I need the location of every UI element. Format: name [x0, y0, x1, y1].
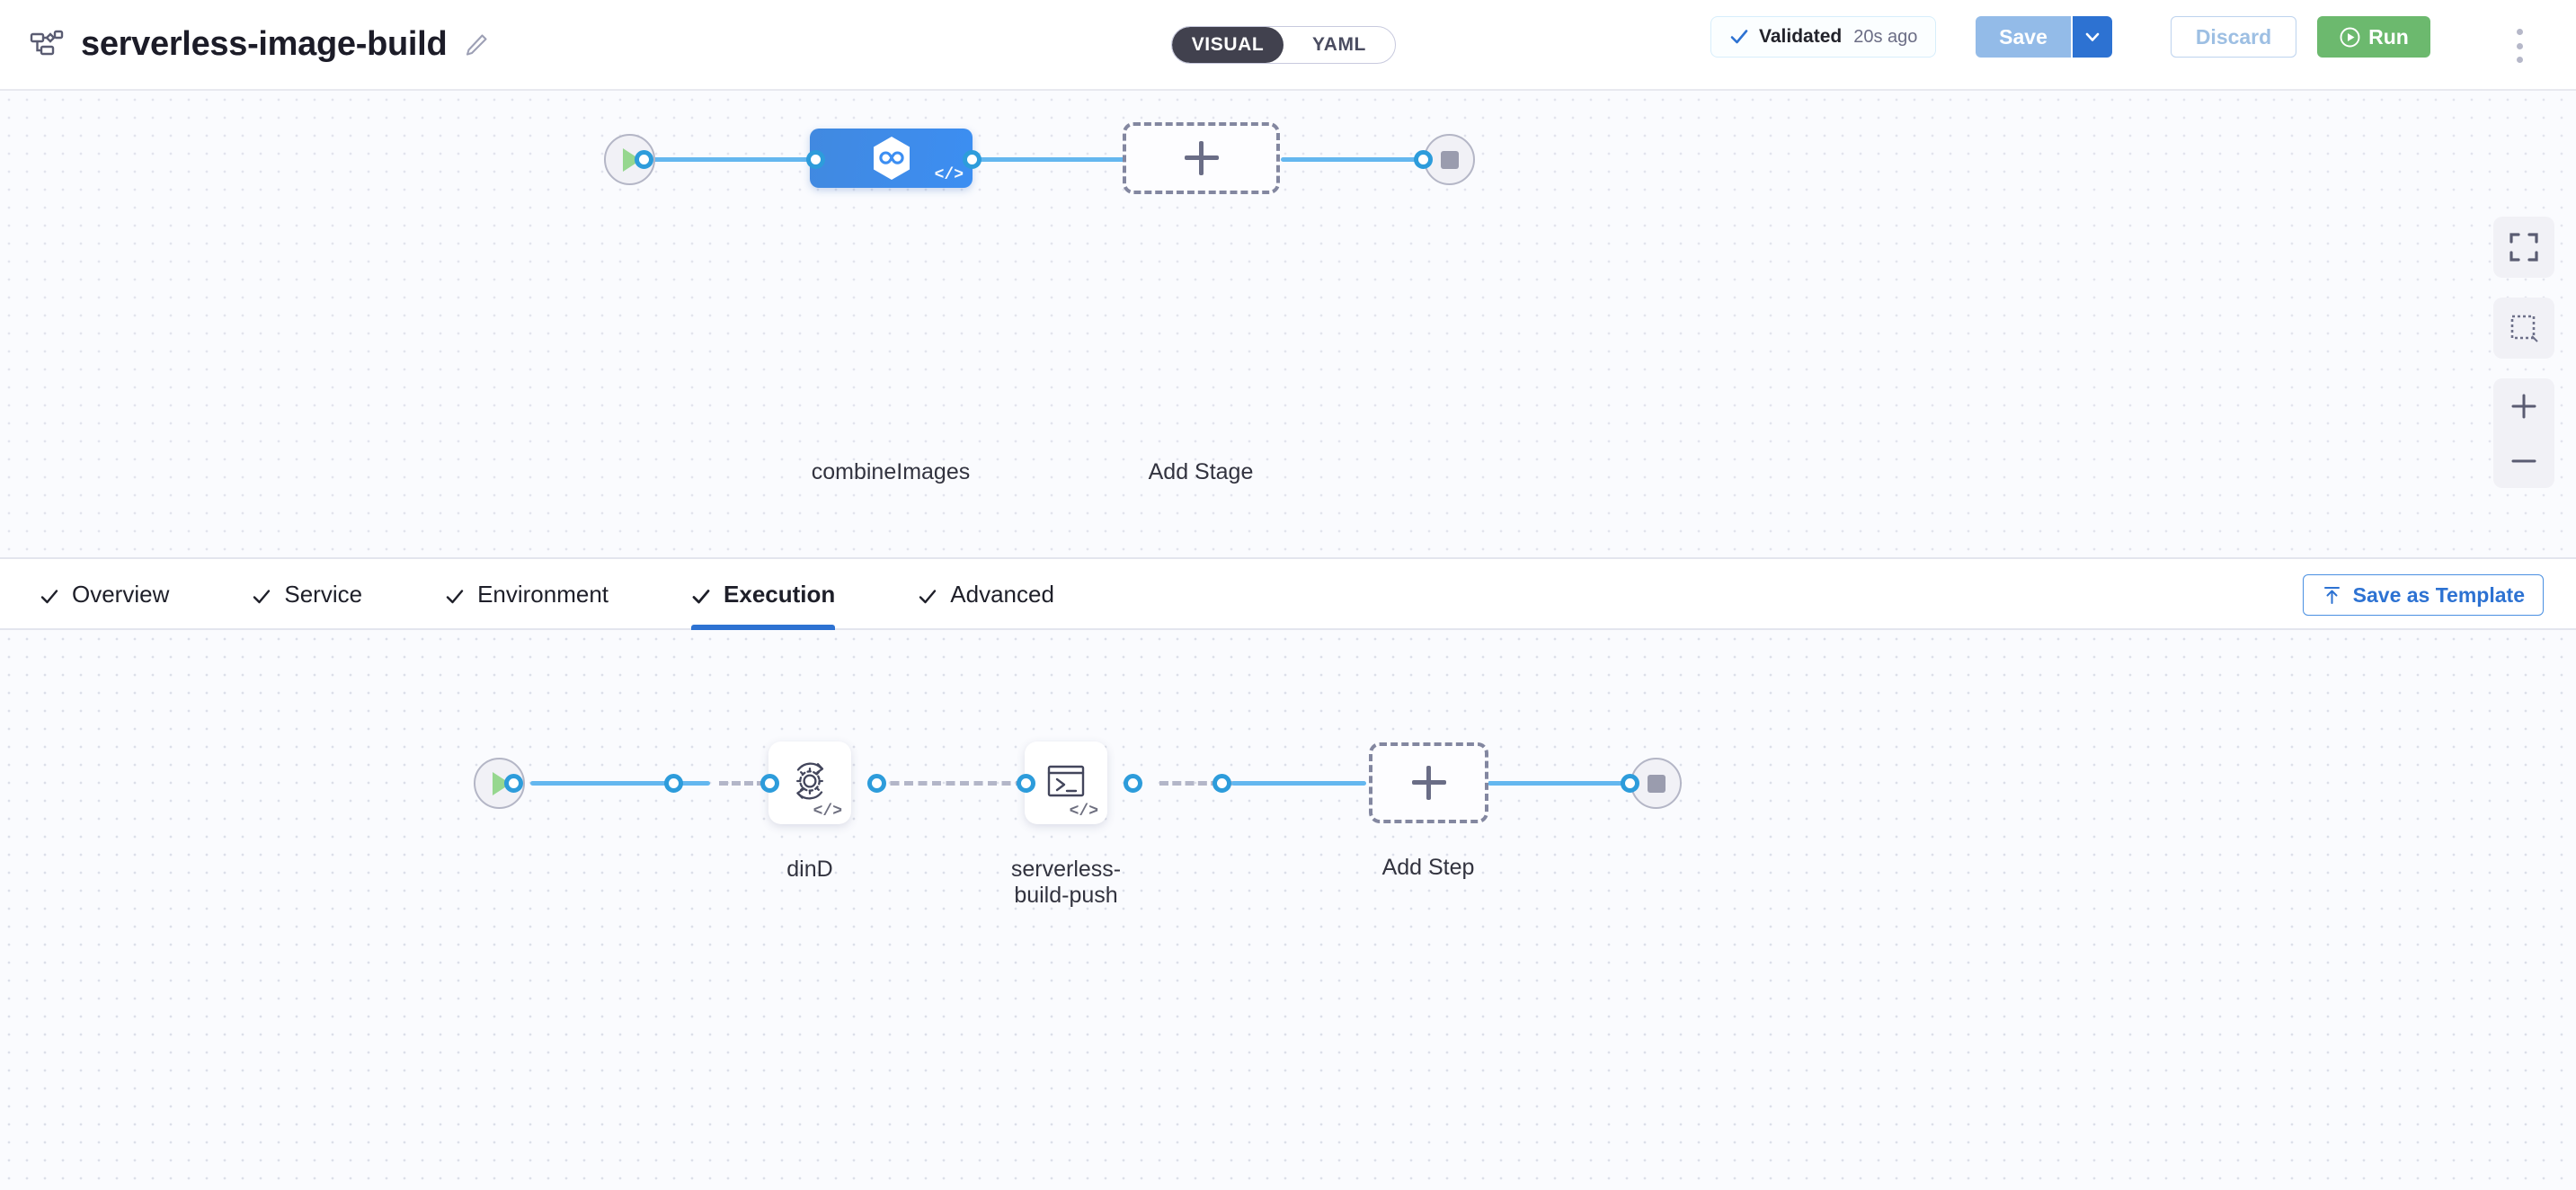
app-header: serverless-image-build VISUAL YAML Valid… [0, 0, 2576, 91]
port-exec-start-out[interactable] [504, 774, 523, 793]
status-badge: Validated 20s ago [1710, 16, 1937, 58]
tab-label: Overview [72, 581, 170, 608]
discard-button[interactable]: Discard [2171, 16, 2296, 58]
tab-label: Service [284, 581, 363, 608]
stage-node-label: combineImages [811, 459, 971, 484]
check-icon [918, 585, 937, 605]
fit-to-screen-button[interactable] [2493, 217, 2554, 278]
harness-hexagon-infinity-icon [867, 134, 916, 182]
pencil-edit-icon[interactable] [463, 31, 490, 58]
zoom-in-button[interactable] [2493, 378, 2554, 433]
plus-icon [1184, 141, 1219, 175]
tab-list: Overview Service Environment Execution [40, 559, 1137, 630]
save-split-button[interactable]: Save [1976, 16, 2112, 58]
kebab-menu-icon[interactable] [2508, 27, 2531, 65]
step-node-label-serverless: serverless- build-push [958, 857, 1174, 909]
save-as-template-button[interactable]: Save as Template [2302, 574, 2544, 616]
yaml-code-badge: </> [813, 803, 842, 821]
check-icon [445, 585, 465, 605]
validated-label: Validated [1759, 26, 1843, 47]
play-circle-icon [2339, 26, 2361, 49]
active-tab-indicator [691, 625, 836, 630]
step-node-label-dind: dinD [786, 857, 833, 882]
plus-icon [2509, 391, 2539, 422]
tab-label: Execution [724, 581, 836, 608]
port-serverless-out[interactable] [1124, 774, 1142, 793]
edge-dind-to-serverless [876, 781, 1025, 786]
add-stage-button[interactable] [1123, 122, 1280, 194]
save-as-template-label: Save as Template [2352, 582, 2525, 607]
port-start-out[interactable] [635, 150, 653, 169]
step-label-line-2: build-push [1014, 882, 1118, 908]
marquee-select-icon [2507, 311, 2541, 345]
template-upload-icon [2322, 585, 2342, 606]
port-dind-out[interactable] [867, 774, 886, 793]
canvas-controls[interactable] [2493, 217, 2554, 488]
execution-steps-canvas[interactable]: Execution [0, 630, 2576, 1190]
port-stage-in[interactable] [806, 150, 825, 169]
edge-group-to-addstep [1231, 781, 1366, 786]
port-group-in[interactable] [664, 774, 683, 793]
port-group-out[interactable] [1212, 774, 1231, 793]
step-label-line-1: serverless- [1010, 857, 1122, 882]
check-icon [40, 585, 59, 605]
edge-addstage-to-end [1281, 157, 1438, 162]
zoom-controls[interactable] [2493, 378, 2554, 488]
stage-config-tabs[interactable]: Overview Service Environment Execution [0, 557, 2576, 630]
port-end-in[interactable] [1414, 150, 1433, 169]
tab-service[interactable]: Service [252, 559, 400, 630]
tab-label: Environment [477, 581, 609, 608]
check-icon [1729, 27, 1749, 47]
stop-icon [1647, 774, 1666, 793]
edge-serverless-to-groupend [1159, 781, 1258, 786]
fit-screen-icon [2507, 230, 2541, 264]
mode-yaml-option[interactable]: YAML [1312, 34, 1366, 55]
view-mode-toggle[interactable]: VISUAL YAML [1171, 26, 1396, 64]
add-step-button[interactable] [1369, 742, 1488, 823]
check-icon [252, 585, 271, 605]
add-step-label: Add Step [1381, 855, 1475, 880]
step-node-dind[interactable]: </> [768, 742, 851, 824]
minus-icon [2509, 446, 2539, 476]
stage-canvas[interactable]: </> combineImages Add Stage [0, 91, 2576, 557]
port-stage-out[interactable] [963, 150, 982, 169]
tab-advanced[interactable]: Advanced [918, 559, 1092, 630]
save-dropdown-button[interactable] [2071, 16, 2112, 58]
pipeline-end-node[interactable] [1424, 134, 1475, 185]
edge-stage-to-addstage [975, 157, 1146, 162]
zoom-out-button[interactable] [2493, 433, 2554, 488]
header-left-group: serverless-image-build [29, 0, 490, 89]
save-button[interactable]: Save [1976, 16, 2071, 58]
tab-execution[interactable]: Execution [691, 559, 873, 630]
add-stage-label: Add Stage [1148, 459, 1254, 484]
tab-overview[interactable]: Overview [40, 559, 207, 630]
step-node-serverless-build-push[interactable]: </> [1025, 742, 1107, 824]
plus-icon [1411, 766, 1446, 800]
stage-node-combineimages[interactable]: </> [810, 129, 973, 188]
tab-label: Advanced [950, 581, 1054, 608]
edge-addstep-to-end [1488, 781, 1645, 786]
run-button-label: Run [2368, 24, 2409, 49]
mode-visual-option[interactable]: VISUAL [1172, 27, 1284, 63]
run-button[interactable]: Run [2317, 16, 2430, 58]
port-exec-end-in[interactable] [1621, 774, 1639, 793]
page-title: serverless-image-build [81, 25, 448, 63]
selection-box-button[interactable] [2493, 298, 2554, 359]
tab-environment[interactable]: Environment [445, 559, 646, 630]
validated-timestamp: 20s ago [1853, 26, 1918, 47]
port-serverless-in[interactable] [1017, 774, 1035, 793]
edge-start-to-stage [643, 157, 813, 162]
stop-icon [1440, 150, 1459, 169]
port-dind-in[interactable] [760, 774, 779, 793]
edge-start-to-group [530, 781, 710, 786]
edge-group-to-dind [719, 781, 791, 786]
yaml-code-badge: </> [1069, 803, 1098, 821]
pipeline-flow-icon [29, 27, 65, 63]
check-icon [691, 585, 711, 605]
yaml-code-badge: </> [934, 166, 964, 184]
